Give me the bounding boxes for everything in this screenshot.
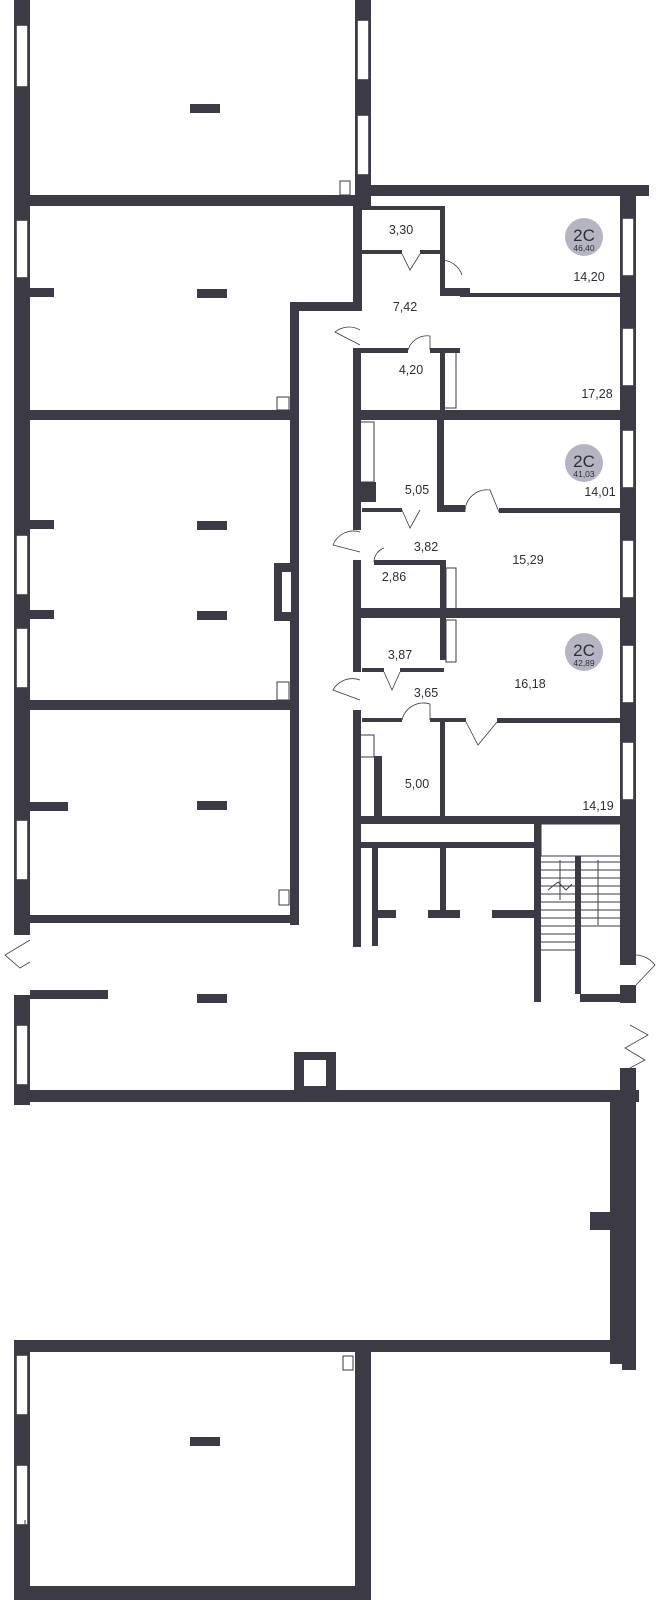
room-area-label: 14,20 — [573, 270, 604, 284]
room-area-label: 3,82 — [414, 540, 438, 554]
apartment-badge[interactable]: 2С 46,40 — [565, 218, 603, 256]
room-area-label: 15,29 — [512, 553, 543, 567]
apartment-badge[interactable]: 2С 42,89 — [565, 633, 603, 671]
stairs-block — [353, 822, 636, 1090]
apartment-type: 2С — [573, 641, 595, 660]
room-area-label: 3,30 — [389, 223, 413, 237]
room-area-label: 2,86 — [382, 570, 406, 584]
apartment-type: 2С — [573, 452, 595, 471]
apartment-walls — [353, 206, 636, 824]
room-area-label: 14,19 — [582, 799, 613, 813]
room-area-label: 17,28 — [581, 387, 612, 401]
room-area-label: 16,18 — [514, 677, 545, 691]
office-details — [30, 104, 354, 1446]
outer-walls — [14, 0, 649, 1600]
apartment-type: 2С — [573, 226, 595, 245]
room-area-label: 3,65 — [414, 686, 438, 700]
room-area-label: 14,01 — [584, 485, 615, 499]
apartment-total-area: 46,40 — [573, 243, 595, 253]
windows — [15, 19, 635, 1585]
apartment-badge[interactable]: 2С 41,03 — [565, 444, 603, 482]
room-area-label: 7,42 — [393, 300, 417, 314]
room-area-label: 4,20 — [399, 363, 423, 377]
room-labels: 3,30 14,20 7,42 4,20 17,28 5,05 14,01 3,… — [382, 223, 616, 813]
room-area-label: 5,05 — [405, 483, 429, 497]
room-area-label: 3,87 — [388, 648, 412, 662]
apartment-total-area: 42,89 — [573, 658, 595, 668]
doors — [4, 253, 656, 1069]
apartment-total-area: 41,03 — [573, 469, 595, 479]
room-area-label: 5,00 — [405, 777, 429, 791]
